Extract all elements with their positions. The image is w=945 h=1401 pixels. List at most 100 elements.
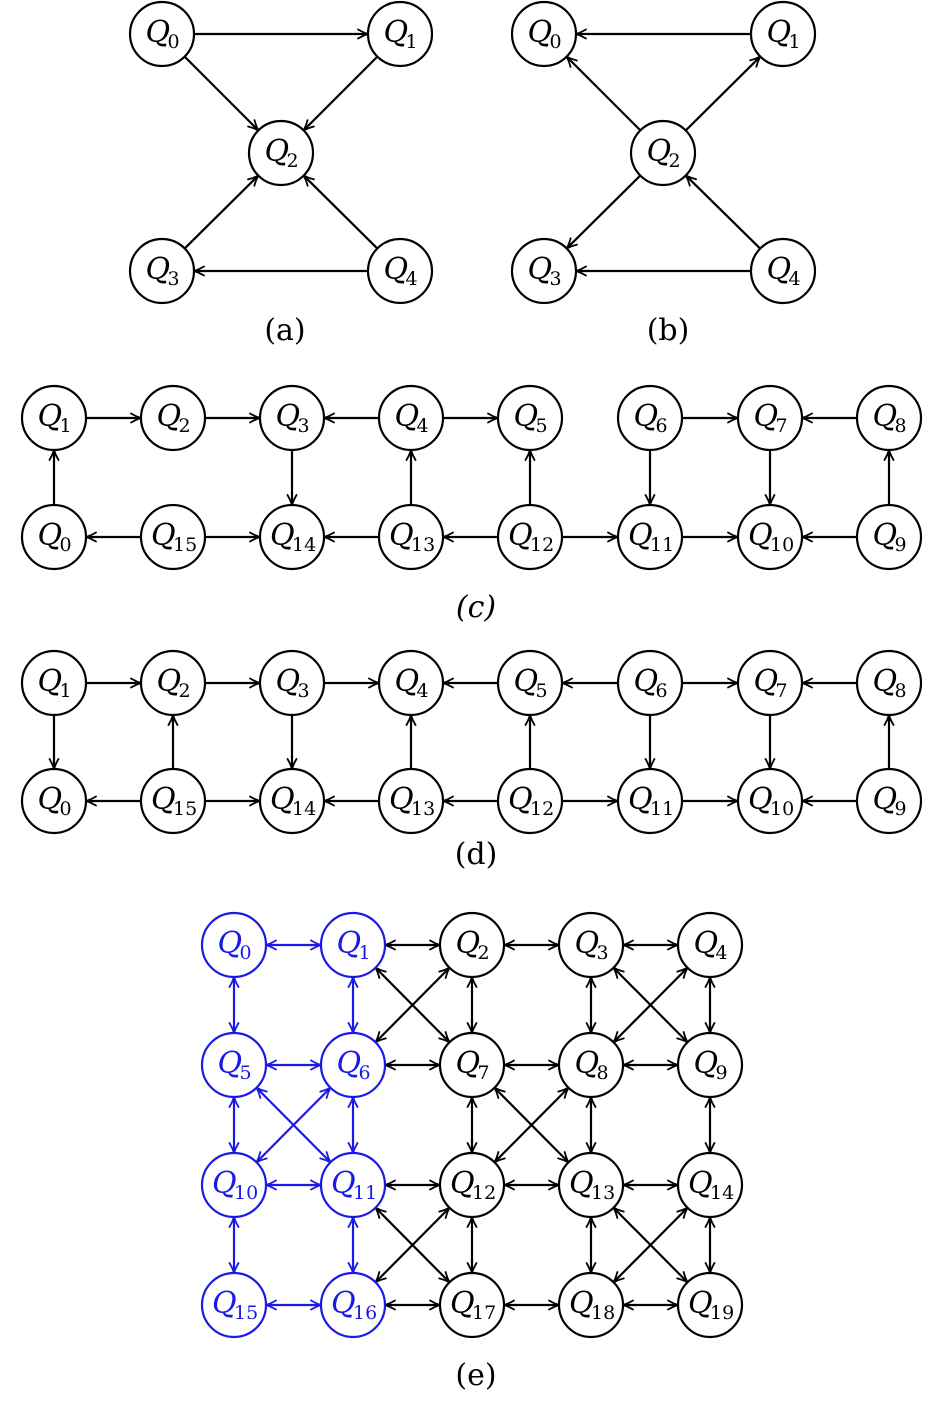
node-circle bbox=[676, 1151, 744, 1219]
node-subscript: 5 bbox=[536, 415, 548, 437]
node-circle bbox=[438, 1271, 506, 1339]
node-label: Q bbox=[384, 252, 409, 287]
node-label: Q bbox=[694, 926, 719, 961]
node-circle bbox=[438, 911, 506, 979]
node-q8: Q8 bbox=[855, 649, 923, 717]
node-subscript: 0 bbox=[60, 534, 72, 556]
node-label: Q bbox=[628, 518, 653, 553]
node-subscript: 15 bbox=[173, 534, 197, 556]
node-q5: Q5 bbox=[200, 1031, 268, 1099]
edge-q4-q2 bbox=[686, 175, 761, 250]
node-q14: Q14 bbox=[258, 767, 326, 835]
node-circle bbox=[557, 1031, 625, 1099]
node-q0: Q0 bbox=[20, 503, 88, 571]
edge-q12-q16 bbox=[376, 1208, 450, 1283]
node-label: Q bbox=[569, 1286, 594, 1321]
node-label: Q bbox=[157, 399, 182, 434]
node-circle bbox=[855, 767, 923, 835]
node-subscript: 15 bbox=[234, 1302, 258, 1324]
node-subscript: 8 bbox=[895, 415, 907, 437]
node-subscript: 4 bbox=[789, 268, 801, 290]
node-label: Q bbox=[508, 782, 533, 817]
node-circle bbox=[616, 649, 684, 717]
node-q2: Q2 bbox=[247, 119, 315, 187]
node-subscript: 14 bbox=[710, 1182, 734, 1204]
node-subscript: 9 bbox=[895, 534, 907, 556]
node-q9: Q9 bbox=[855, 767, 923, 835]
node-subscript: 8 bbox=[895, 680, 907, 702]
node-q8: Q8 bbox=[557, 1031, 625, 1099]
node-circle bbox=[258, 503, 326, 571]
node-circle bbox=[629, 119, 697, 187]
node-circle bbox=[557, 1271, 625, 1339]
node-q2: Q2 bbox=[139, 649, 207, 717]
panel-c-edges bbox=[54, 418, 889, 537]
edge-q4-q2 bbox=[304, 176, 379, 250]
node-q16: Q16 bbox=[319, 1271, 387, 1339]
node-subscript: 1 bbox=[789, 31, 801, 53]
node-q8: Q8 bbox=[855, 384, 923, 452]
node-subscript: 5 bbox=[240, 1062, 252, 1084]
node-circle bbox=[377, 649, 445, 717]
node-circle bbox=[200, 1271, 268, 1339]
node-q11: Q11 bbox=[319, 1151, 387, 1219]
node-circle bbox=[736, 384, 804, 452]
node-circle bbox=[855, 649, 923, 717]
node-subscript: 5 bbox=[536, 680, 548, 702]
node-label: Q bbox=[38, 518, 63, 553]
node-q19: Q19 bbox=[676, 1271, 744, 1339]
node-label: Q bbox=[767, 15, 792, 50]
node-q1: Q1 bbox=[366, 0, 434, 68]
node-subscript: 3 bbox=[298, 415, 310, 437]
edge-q2-q3 bbox=[567, 174, 642, 249]
node-label: Q bbox=[569, 1166, 594, 1201]
node-circle bbox=[319, 1271, 387, 1339]
node-q0: Q0 bbox=[128, 0, 196, 68]
node-circle bbox=[749, 237, 817, 305]
node-subscript: 8 bbox=[597, 1062, 609, 1084]
caption-c: (c) bbox=[456, 590, 496, 625]
node-label: Q bbox=[337, 926, 362, 961]
node-subscript: 7 bbox=[776, 415, 788, 437]
node-q14: Q14 bbox=[676, 1151, 744, 1219]
node-label: Q bbox=[38, 664, 63, 699]
node-circle bbox=[736, 503, 804, 571]
node-subscript: 4 bbox=[417, 680, 429, 702]
node-q6: Q6 bbox=[319, 1031, 387, 1099]
node-circle bbox=[377, 384, 445, 452]
node-label: Q bbox=[389, 782, 414, 817]
node-q2: Q2 bbox=[629, 119, 697, 187]
node-circle bbox=[128, 237, 196, 305]
node-q1: Q1 bbox=[749, 0, 817, 68]
node-label: Q bbox=[647, 134, 672, 169]
node-label: Q bbox=[212, 1286, 237, 1321]
node-subscript: 17 bbox=[472, 1302, 496, 1324]
node-label: Q bbox=[694, 1046, 719, 1081]
node-q10: Q10 bbox=[736, 767, 804, 835]
node-q1: Q1 bbox=[319, 911, 387, 979]
node-subscript: 1 bbox=[359, 942, 371, 964]
node-q11: Q11 bbox=[616, 767, 684, 835]
node-circle bbox=[676, 1031, 744, 1099]
edge-q2-q0 bbox=[567, 57, 642, 132]
node-subscript: 0 bbox=[168, 31, 180, 53]
node-circle bbox=[557, 911, 625, 979]
node-subscript: 12 bbox=[472, 1182, 496, 1204]
node-label: Q bbox=[218, 926, 243, 961]
node-label: Q bbox=[276, 399, 301, 434]
node-label: Q bbox=[754, 664, 779, 699]
panel-b-edges bbox=[567, 34, 761, 271]
node-q9: Q9 bbox=[855, 503, 923, 571]
node-label: Q bbox=[688, 1166, 713, 1201]
node-q12: Q12 bbox=[496, 503, 564, 571]
node-circle bbox=[557, 1151, 625, 1219]
node-label: Q bbox=[575, 926, 600, 961]
node-label: Q bbox=[508, 518, 533, 553]
node-q2: Q2 bbox=[438, 911, 506, 979]
node-subscript: 12 bbox=[530, 798, 554, 820]
node-subscript: 0 bbox=[550, 31, 562, 53]
node-q7: Q7 bbox=[736, 384, 804, 452]
node-q11: Q11 bbox=[616, 503, 684, 571]
